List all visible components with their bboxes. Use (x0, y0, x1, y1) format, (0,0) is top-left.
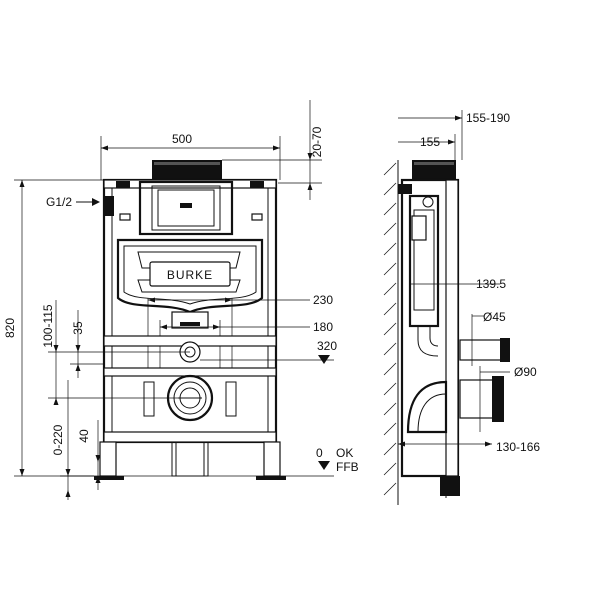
level-triangle-icon (318, 461, 330, 470)
dim-width-500: 500 (172, 132, 192, 146)
label-ffb: FFB (336, 460, 359, 474)
dim-35: 35 (71, 321, 85, 335)
dim-230: 230 (313, 293, 333, 307)
dim-depth: 155 (420, 135, 440, 149)
dim-dia45: Ø45 (483, 310, 506, 324)
dim-180: 180 (313, 320, 333, 334)
dim-0-220: 0-220 (51, 424, 65, 455)
dim-top-adjust: 20-70 (310, 126, 324, 157)
label-ok: OK (336, 446, 353, 460)
front-view: 500 20-70 G1/2 (3, 100, 359, 500)
dim-dia90: Ø90 (514, 365, 537, 379)
dim-139-5: 139.5 (476, 277, 506, 291)
dim-40: 40 (77, 429, 91, 443)
level-triangle-icon (318, 355, 330, 364)
label-zero: 0 (316, 446, 323, 460)
label-inlet: G1/2 (46, 195, 72, 209)
dim-100-115: 100-115 (41, 304, 55, 347)
side-view: 155-190 155 139.5 Ø45 Ø90 (383, 110, 540, 505)
arrow-icon (76, 198, 100, 206)
brand-logo: BURKE (167, 268, 213, 282)
dim-depth-range: 155-190 (466, 111, 510, 125)
dim-130-166: 130-166 (496, 440, 540, 454)
dim-320: 320 (317, 339, 337, 353)
dim-height-820: 820 (3, 318, 17, 338)
